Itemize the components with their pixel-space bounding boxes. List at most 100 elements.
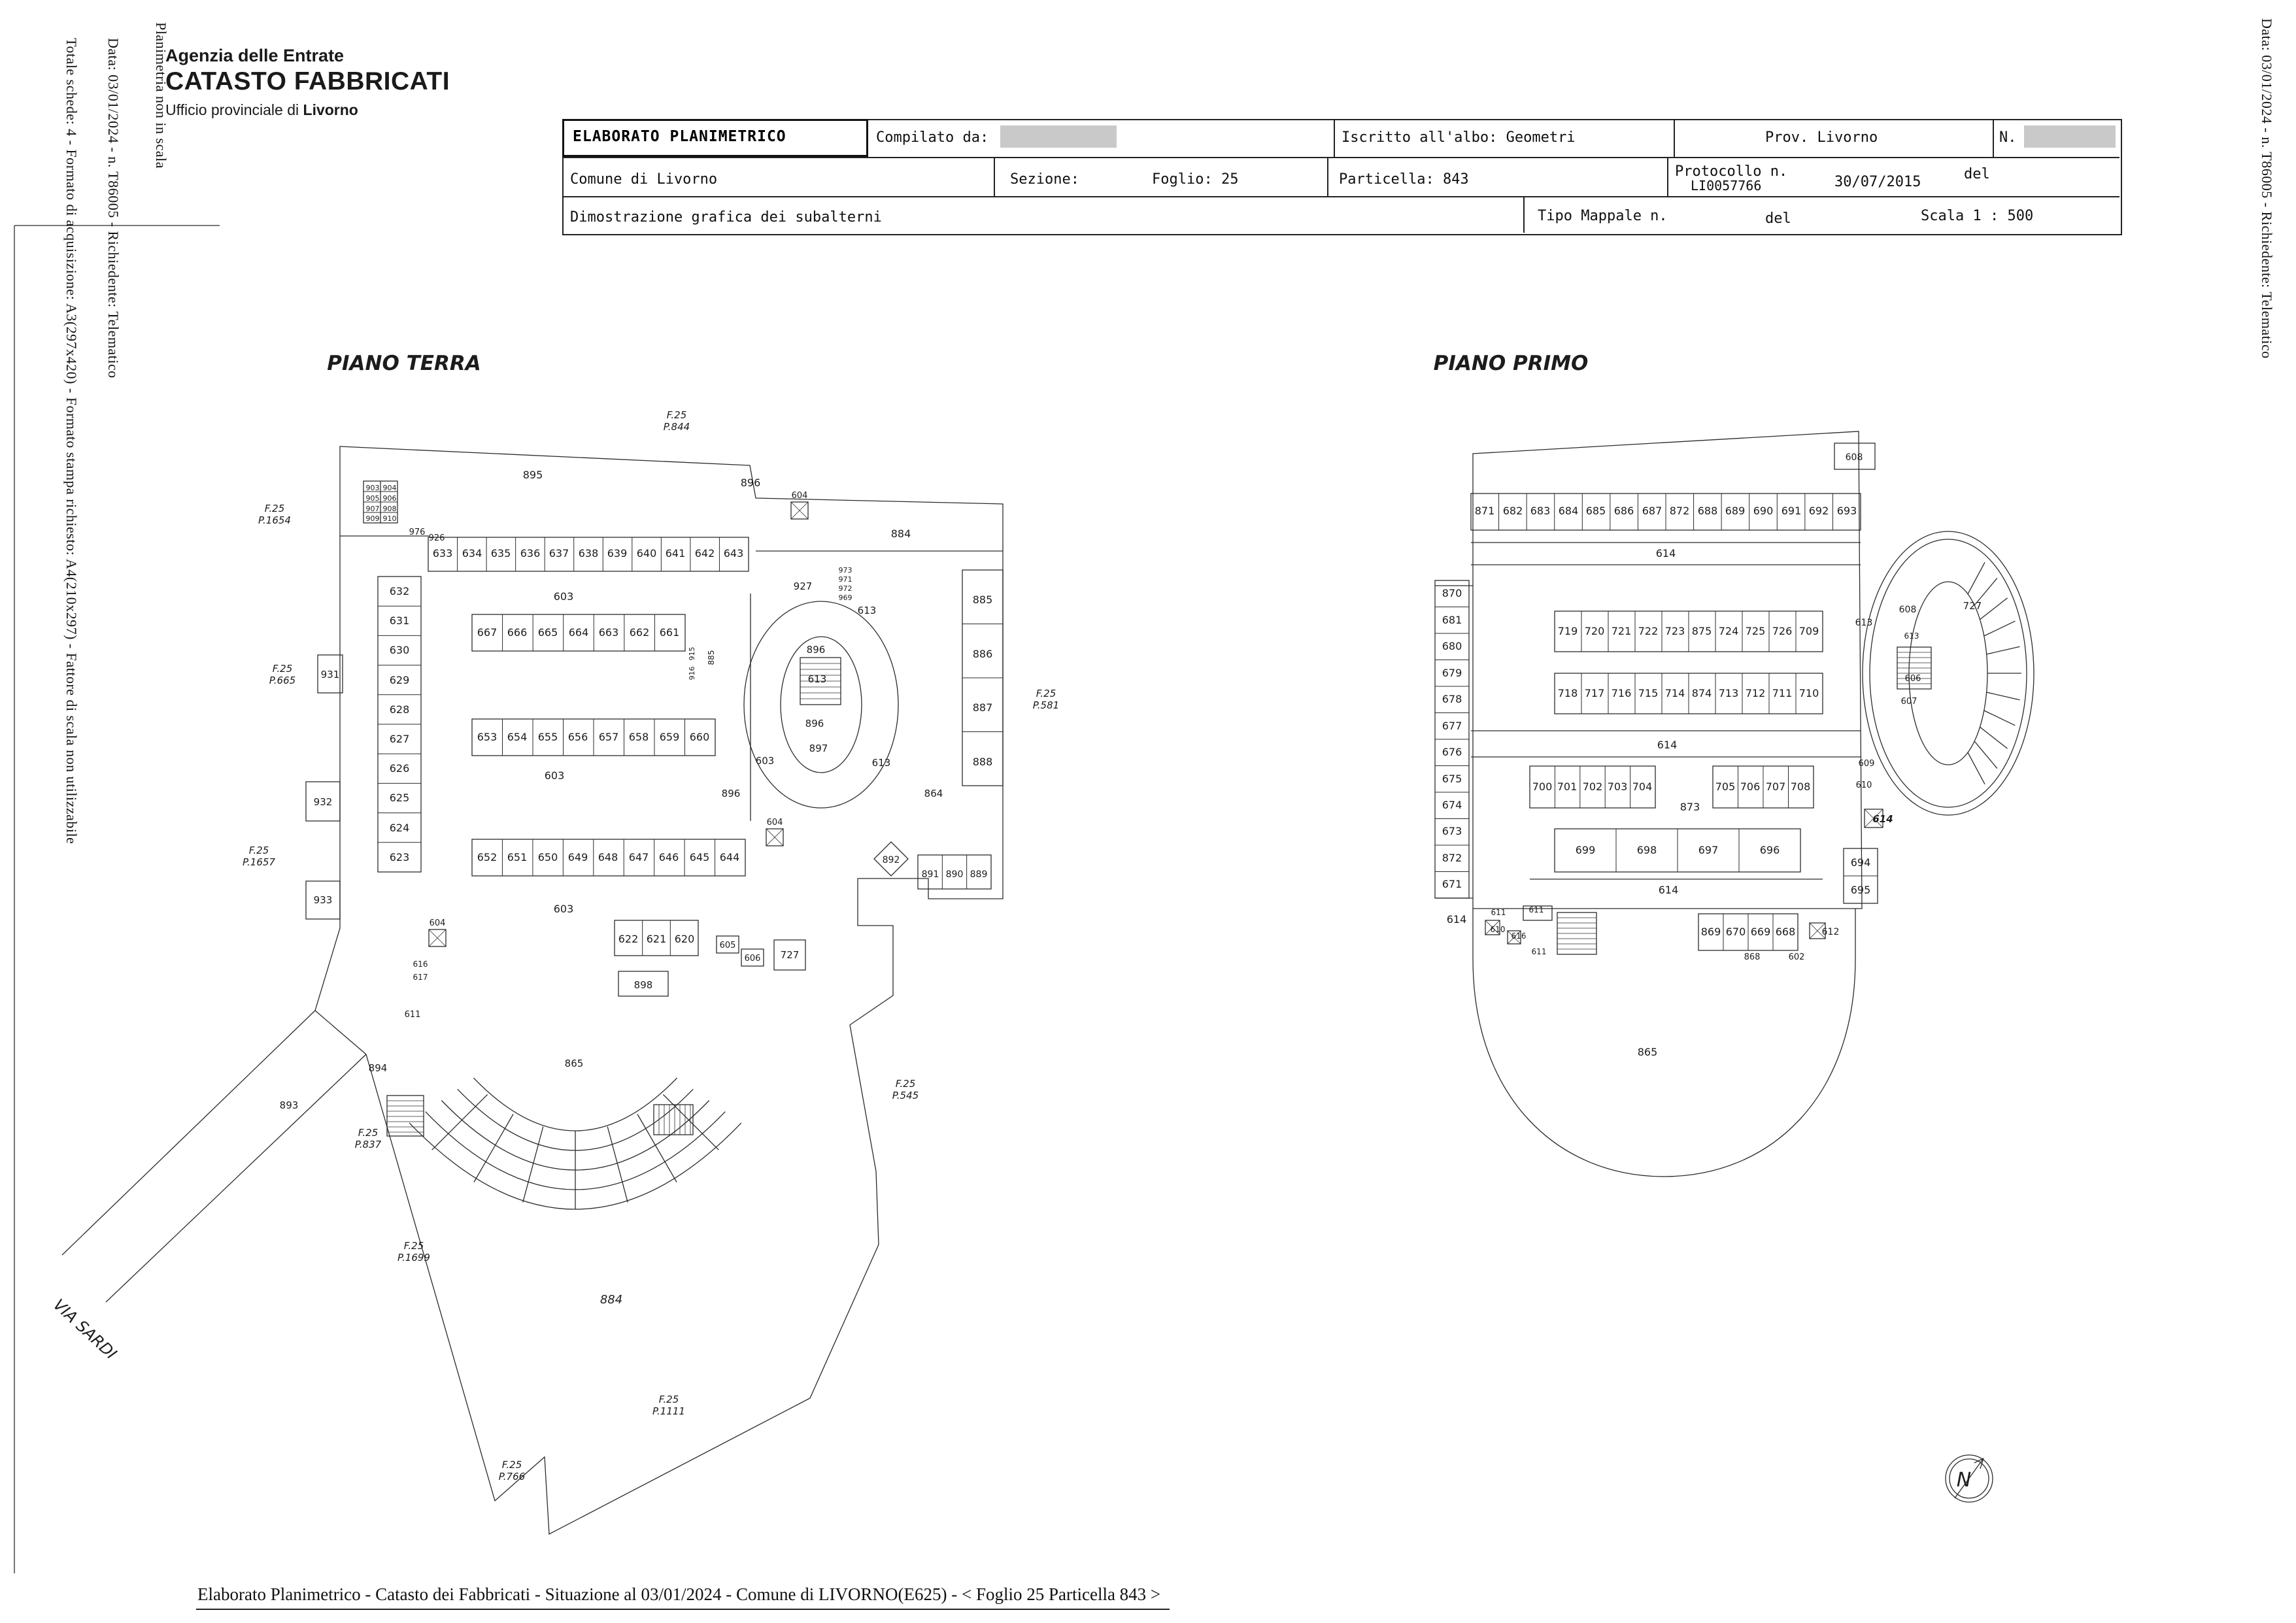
plan-label: 638	[579, 547, 599, 560]
plan-label: 896	[805, 718, 824, 729]
plan-label: 645	[690, 851, 710, 863]
plan-label: 910	[383, 514, 397, 523]
plan-label: 864	[924, 788, 943, 799]
plan-label: 646	[659, 851, 679, 863]
plan-label: 656	[568, 731, 588, 743]
plan-label: F.25	[265, 503, 285, 514]
plan-label: 614	[1872, 813, 1893, 825]
plan-label: P.581	[1033, 699, 1059, 711]
plan-label: VIA SARDI	[50, 1296, 120, 1363]
table-border-line	[1993, 119, 1994, 157]
redacted-value	[1000, 125, 1117, 148]
footer-caption: Elaborato Planimetrico - Catasto dei Fab…	[196, 1584, 1170, 1610]
header-table-border	[562, 119, 2122, 235]
plan-label: 610	[1856, 780, 1872, 790]
plan-label: 926	[429, 533, 445, 543]
table-border-line	[1674, 119, 1675, 157]
plan-label: 905	[366, 494, 380, 503]
plan-label: 705	[1715, 780, 1736, 793]
plan-label: 713	[1719, 687, 1739, 699]
plan-label: 718	[1558, 687, 1578, 699]
table-border-line	[1667, 157, 1668, 196]
protocollo-value: LI0057766	[1691, 178, 1762, 193]
office-city: Livorno	[303, 101, 358, 118]
plan-label: 602	[1789, 952, 1805, 962]
plan-label: 717	[1585, 687, 1605, 699]
plan-label: P.1654	[258, 514, 291, 526]
plan-label: 647	[629, 851, 649, 863]
plan-label: 678	[1442, 693, 1462, 705]
plan-label: 727	[781, 949, 800, 961]
plan-label: 722	[1638, 625, 1659, 637]
plan-label: 603	[554, 903, 574, 915]
plan-label: 724	[1719, 625, 1739, 637]
plan-label: 723	[1665, 625, 1685, 637]
plan-label: 662	[630, 626, 650, 639]
plan-label: 634	[462, 547, 482, 560]
plan-label: 875	[1692, 625, 1712, 637]
plan-label: 872	[1670, 505, 1690, 517]
plan-label: 613	[1855, 618, 1873, 628]
plan-label: 623	[390, 851, 410, 863]
plan-label: 892	[883, 855, 900, 865]
frame-and-north-arrow: N	[14, 225, 1993, 1573]
table-border-line	[994, 157, 995, 196]
plan-label: 897	[809, 743, 828, 754]
plan-label: 699	[1576, 844, 1596, 856]
plan-label: 871	[1475, 505, 1495, 517]
plan-label: 873	[1680, 801, 1700, 813]
plan-label: 719	[1558, 625, 1578, 637]
plan-label: 895	[523, 469, 543, 481]
sezione-label: Sezione:	[1010, 171, 1079, 188]
plan-label: 632	[390, 585, 410, 597]
plan-label: 667	[477, 626, 498, 639]
plan-label: P.844	[664, 421, 690, 433]
plan-label: 613	[808, 673, 827, 685]
plan-label: 700	[1532, 780, 1553, 793]
plan-label: 969	[839, 594, 853, 602]
plan-label: 976	[409, 527, 426, 537]
plan-label: 916	[688, 667, 696, 680]
plan-label: 630	[390, 644, 410, 656]
plan-label: 908	[383, 505, 397, 513]
plan-label: 686	[1614, 505, 1634, 517]
plan-label: 612	[1822, 927, 1840, 937]
plan-label: 891	[922, 869, 939, 880]
plan-label: 673	[1442, 825, 1462, 837]
plan-label: 869	[1701, 926, 1721, 938]
plan-label: 628	[390, 703, 410, 716]
plan-label: F.25	[896, 1078, 916, 1090]
plan-label: 726	[1772, 625, 1793, 637]
table-title: ELABORATO PLANIMETRICO	[573, 128, 786, 145]
plan-label: 665	[538, 626, 558, 639]
plan-label: 611	[1491, 908, 1506, 917]
plan-label: 689	[1725, 505, 1746, 517]
plan-label: 614	[1656, 547, 1676, 560]
plan-label: 931	[321, 669, 340, 680]
plan-label: 617	[413, 973, 428, 982]
plan-label: 642	[695, 547, 715, 560]
plan-label: 720	[1585, 625, 1605, 637]
plan-label: 909	[366, 514, 380, 523]
agency-name: Agenzia delle Entrate	[165, 46, 345, 65]
plan-label: 683	[1530, 505, 1551, 517]
plan-label: 660	[690, 731, 710, 743]
plan-label: 865	[565, 1058, 584, 1069]
plan-label: 609	[1859, 759, 1875, 769]
plan-label: 885	[707, 650, 716, 665]
plan-label: 680	[1442, 640, 1462, 652]
plan-label: F.25	[659, 1394, 679, 1405]
plan-label: 613	[872, 757, 891, 769]
plan-label: 604	[430, 918, 446, 928]
plan-label: 604	[767, 818, 783, 828]
plan-label: 616	[1511, 931, 1527, 941]
plan-label: F.25	[249, 845, 269, 856]
plan-label: 676	[1442, 746, 1462, 758]
plan-label: 696	[1760, 844, 1780, 856]
office-line: Ufficio provinciale di Livorno	[165, 101, 450, 119]
redacted-value	[2024, 125, 2116, 148]
plan-label: 932	[314, 796, 333, 808]
plan-label: 704	[1632, 780, 1653, 793]
